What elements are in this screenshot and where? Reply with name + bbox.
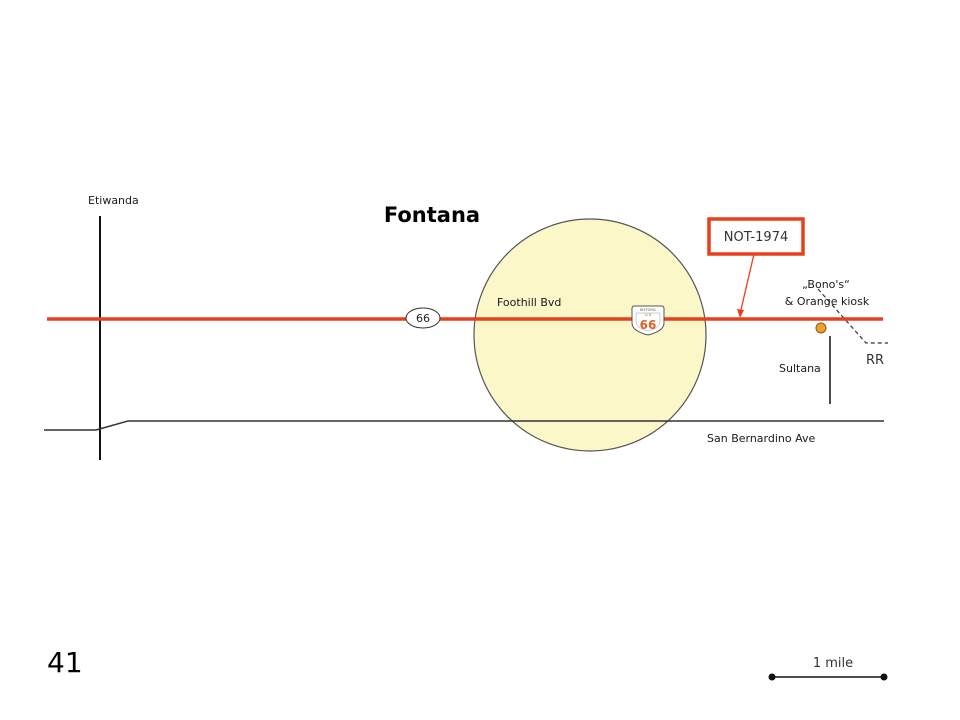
- callout-arrowhead: [737, 309, 744, 318]
- scale-bar: 1 mile: [768, 656, 888, 681]
- callout-label: NOT-1974: [724, 230, 788, 245]
- poi-name-label: „Bono's“: [802, 278, 850, 291]
- scale-label: 1 mile: [813, 656, 853, 671]
- san-bernardino-road: [44, 420, 884, 431]
- railroad-line: [817, 288, 888, 344]
- sultana-label: Sultana: [779, 362, 821, 375]
- highlight-circle: [473, 218, 707, 452]
- historic-shield-middle-text: U S: [645, 313, 652, 317]
- etiwanda-label: Etiwanda: [88, 194, 139, 207]
- historic-shield-number: 66: [640, 318, 657, 332]
- map-title: Fontana: [384, 203, 480, 227]
- route-66-shield-label: 66: [416, 312, 430, 325]
- callout-pointer: [739, 253, 755, 315]
- poi-desc-label: & Orange kiosk: [785, 295, 870, 308]
- callout-box: [707, 217, 805, 256]
- bonos-kiosk-marker: [815, 322, 827, 334]
- page-number: 41: [47, 646, 83, 679]
- historic-route-66-icon: HISTORIC U S 66: [631, 305, 665, 336]
- san-bernardino-label: San Bernardino Ave: [707, 432, 816, 445]
- foothill-label: Foothill Bvd: [497, 296, 561, 309]
- railroad-label: RR: [866, 353, 884, 368]
- historic-shield-top-text: HISTORIC: [640, 308, 657, 312]
- route-66-shield: 66: [405, 307, 441, 329]
